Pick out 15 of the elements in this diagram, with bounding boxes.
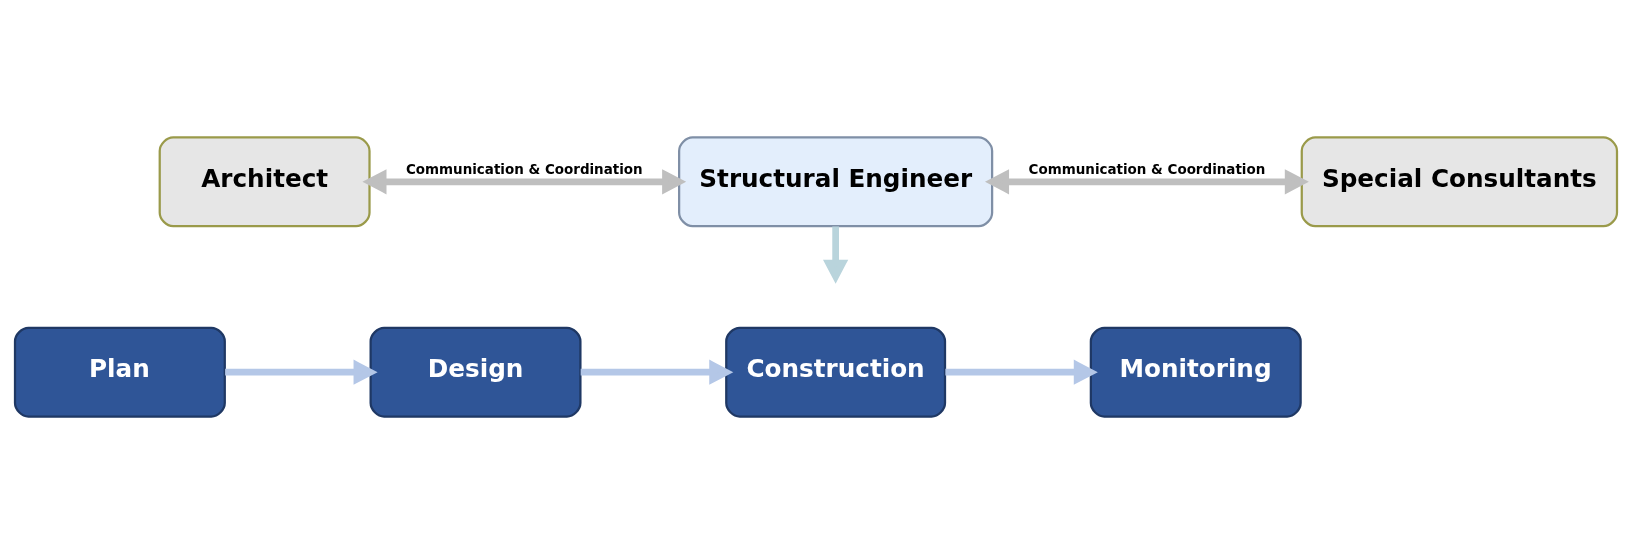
- node-box: Architect: [158, 135, 371, 227]
- arrow: [945, 359, 1098, 385]
- node-box: Plan: [13, 326, 226, 418]
- node-box: Construction: [725, 326, 947, 418]
- arrow: [985, 168, 1309, 194]
- arrow: [362, 168, 687, 194]
- node-box: Structural Engineer: [678, 135, 994, 227]
- node-box: Design: [369, 326, 582, 418]
- arrow: [823, 225, 849, 284]
- arrow: [225, 359, 378, 385]
- node-box: Special Consultants: [1300, 135, 1619, 227]
- arrow: [580, 359, 734, 385]
- node-box: Monitoring: [1089, 326, 1302, 418]
- edge-label: Communication & Coordination: [405, 161, 643, 176]
- edge-label: Communication & Coordination: [1028, 161, 1266, 176]
